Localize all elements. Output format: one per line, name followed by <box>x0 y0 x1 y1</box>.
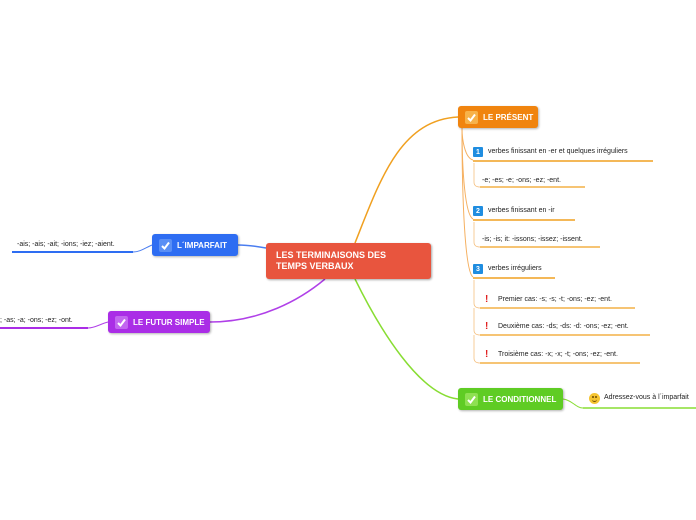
exclamation-icon: ! <box>485 349 489 360</box>
number-1-icon: 1 <box>473 147 483 157</box>
subtopic-group-1[interactable]: verbes finissant en -er et quelques irré… <box>488 148 628 155</box>
ending-group-1[interactable]: -e; -es; -e; -ons; -ez; -ent. <box>482 177 561 184</box>
check-icon <box>465 110 478 124</box>
check-icon <box>465 392 478 406</box>
case-item[interactable]: Deuxième cas: -ds; -ds: -d: -ons; -ez; -… <box>498 323 629 330</box>
exclamation-icon: ! <box>485 321 489 332</box>
ending-imparfait[interactable]: -ais; -ais; -ait; -ions; -iez; -aient. <box>17 241 115 248</box>
topic-present[interactable]: LE PRÉSENT <box>458 106 538 128</box>
topic-present-label: LE PRÉSENT <box>483 112 534 122</box>
check-icon <box>115 315 128 329</box>
topic-imparfait-label: L´IMPARFAIT <box>177 240 228 250</box>
check-icon <box>159 238 172 252</box>
topic-conditionnel-label: LE CONDITIONNEL <box>483 394 557 404</box>
topic-conditionnel[interactable]: LE CONDITIONNEL <box>458 388 563 410</box>
case-item[interactable]: Troisième cas: -x; -x; -t; -ons; -ez; -e… <box>498 351 618 358</box>
case-item[interactable]: Premier cas: -s; -s; -t; -ons; -ez; -ent… <box>498 296 612 303</box>
exclamation-icon: ! <box>485 294 489 305</box>
central-topic[interactable]: LES TERMINAISONS DES TEMPS VERBAUX <box>266 243 431 279</box>
subtopic-group-2[interactable]: verbes finissant en -ir <box>488 207 555 214</box>
topic-futur[interactable]: LE FUTUR SIMPLE <box>108 311 210 333</box>
number-2-icon: 2 <box>473 206 483 216</box>
ending-futur[interactable]: ; -as; -a; -ons; -ez; -ont. <box>0 317 73 324</box>
topic-futur-label: LE FUTUR SIMPLE <box>133 317 205 327</box>
conditionnel-note[interactable]: Adressez-vous à l´imparfait <box>604 394 689 401</box>
ending-group-2[interactable]: -is; -is; it: -issons; -issez; -issent. <box>482 236 583 243</box>
subtopic-group-3[interactable]: verbes irréguliers <box>488 265 542 272</box>
central-topic-line1: LES TERMINAISONS DES <box>276 250 387 260</box>
central-topic-line2: TEMPS VERBAUX <box>276 261 354 271</box>
number-3-icon: 3 <box>473 264 483 274</box>
smiley-icon <box>589 393 600 404</box>
topic-imparfait[interactable]: L´IMPARFAIT <box>152 234 238 256</box>
